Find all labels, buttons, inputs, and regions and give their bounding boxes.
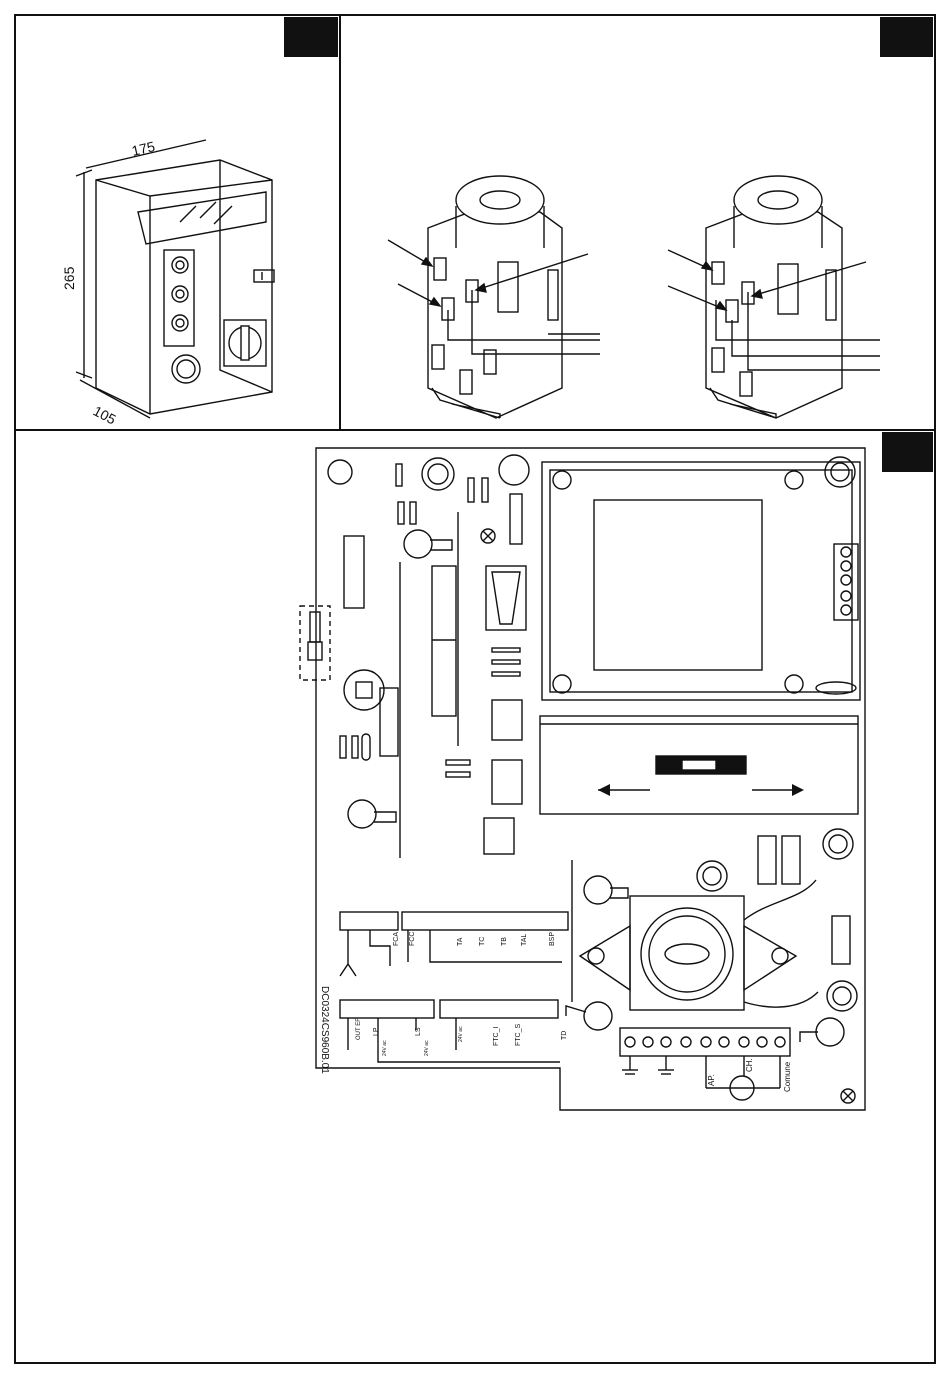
label-ftc-s: FTC_S — [515, 1024, 522, 1047]
dimension-width: 175 — [130, 138, 157, 159]
label-ftc-i: FTC_I — [493, 1027, 500, 1047]
label-lp-voltage: 24V ac — [382, 1040, 388, 1056]
motor-capacitor-block-left — [428, 176, 600, 418]
board-code: DC0324CS960B.01 — [319, 986, 330, 1074]
label-td: TD — [561, 1031, 568, 1040]
control-board — [300, 448, 865, 1110]
figure-tab-3 — [882, 432, 933, 472]
terminal-label-comune: Comune — [783, 1061, 792, 1092]
terminal-label-ap: AP. — [707, 1074, 716, 1086]
label-ls: LS — [415, 1027, 422, 1036]
enclosure-drawing — [76, 140, 274, 418]
label-tc: TC — [479, 937, 486, 946]
label-ls-voltage: 24V ac — [424, 1040, 430, 1056]
dimension-height: 265 — [61, 266, 77, 290]
label-ta: TA — [457, 937, 464, 946]
label-lp: LP — [373, 1027, 380, 1036]
motor-capacitor-block-right — [706, 176, 880, 418]
label-24vac: 24V ac — [458, 1026, 464, 1042]
label-bsp: BSP — [549, 932, 556, 946]
label-tb: TB — [501, 937, 508, 946]
figure-tab-1 — [284, 17, 338, 57]
label-fca: FCA — [393, 932, 400, 946]
terminal-label-ch: CH. — [745, 1058, 754, 1072]
figure-tab-2 — [880, 17, 933, 57]
label-out-ef: OUT EF — [356, 1018, 362, 1040]
label-fcc: FCC — [409, 932, 416, 946]
label-tal: TAL — [521, 934, 528, 946]
dimension-depth: 105 — [91, 403, 119, 428]
